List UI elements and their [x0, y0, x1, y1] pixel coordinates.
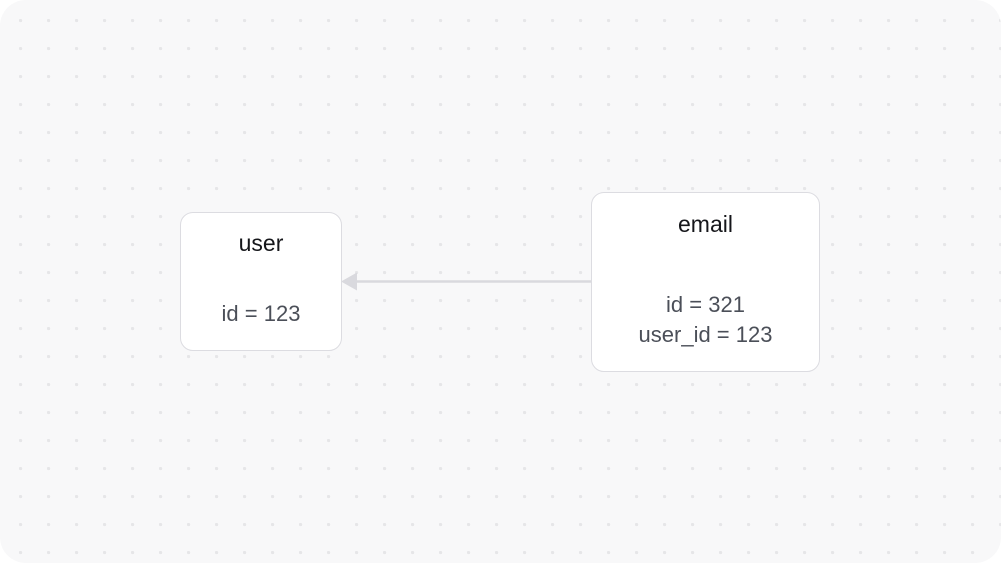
- node-attributes: id = 123: [222, 299, 301, 329]
- node-user[interactable]: user id = 123: [180, 212, 342, 351]
- node-attribute: user_id = 123: [638, 322, 773, 347]
- node-email[interactable]: email id = 321 user_id = 123: [591, 192, 820, 372]
- node-attributes: id = 321 user_id = 123: [639, 290, 773, 350]
- edge-email-to-user[interactable]: [341, 272, 591, 291]
- arrowhead-icon: [341, 272, 357, 291]
- node-attribute: id = 123: [221, 301, 301, 326]
- node-attribute: id = 321: [666, 292, 745, 317]
- node-title: user: [238, 230, 284, 256]
- node-title: email: [678, 211, 733, 237]
